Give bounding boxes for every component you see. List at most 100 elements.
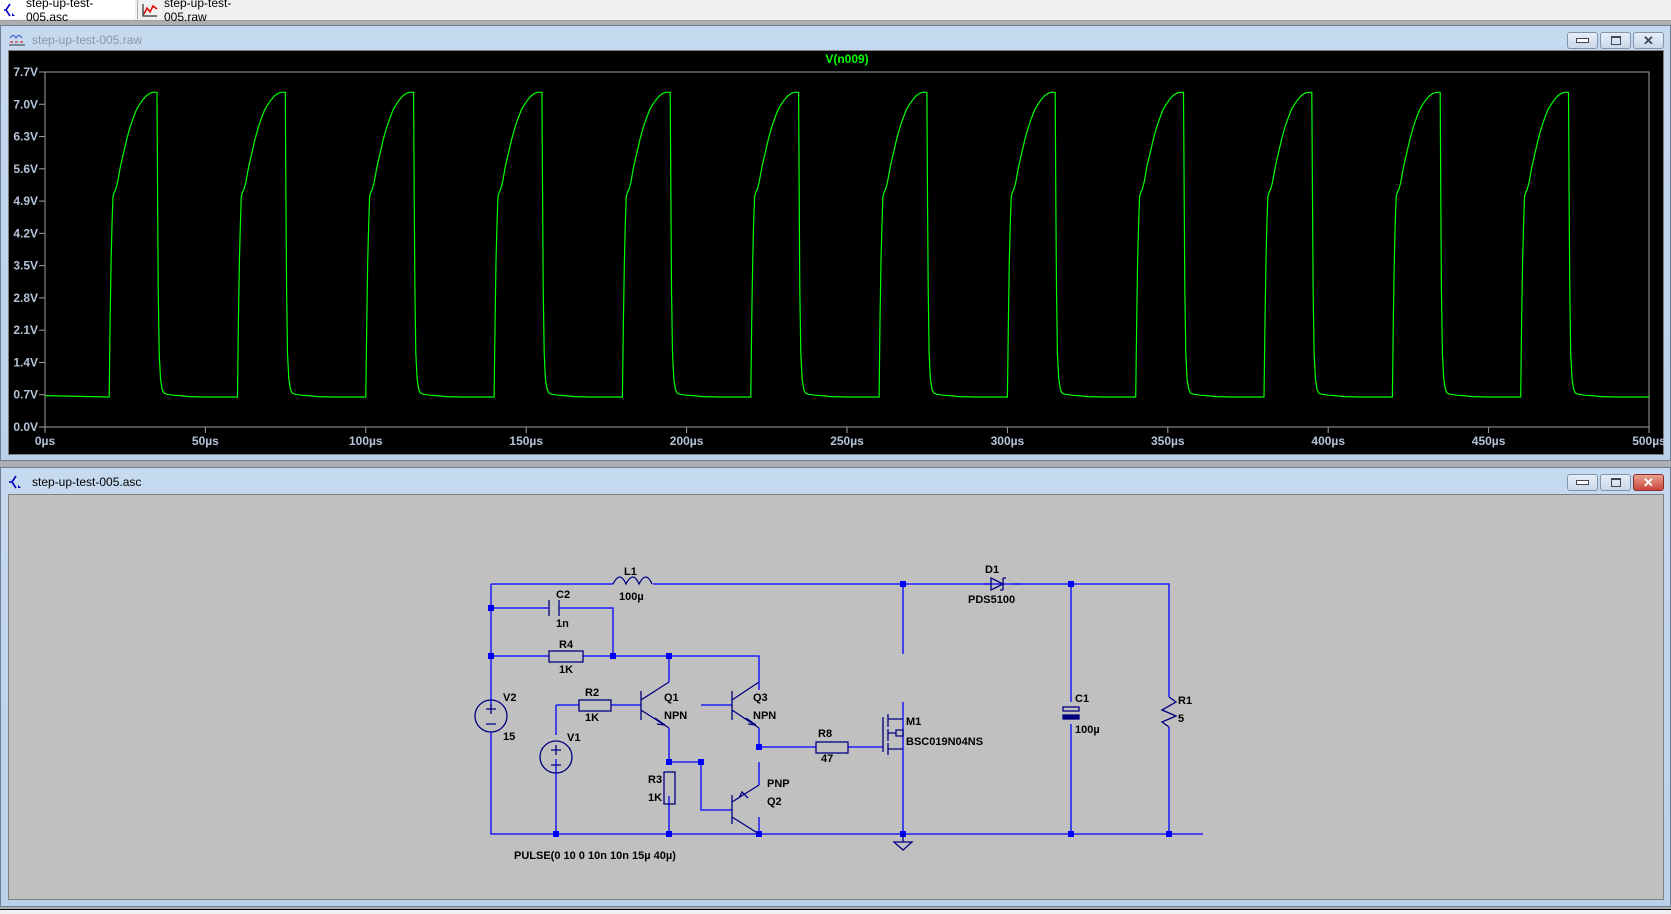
D1-value: PDS5100: [968, 594, 1015, 606]
schematic-window: step-up-test-005.asc ✕: [0, 467, 1671, 907]
Q1-label: Q1: [664, 692, 679, 704]
V2-value: 15: [503, 731, 515, 743]
schematic-diagram[interactable]: L1 100µ C2 1n R4 1K R2 1K R3 1K R8 47 R1…: [9, 495, 1666, 899]
waveform-window-titlebar[interactable]: step-up-test-005.raw: [9, 32, 142, 48]
resistor-R8[interactable]: [815, 741, 849, 754]
x-tick-label: 450µs: [1472, 434, 1506, 448]
x-tick-label: 500µs: [1632, 434, 1666, 448]
L1-label: L1: [624, 566, 637, 578]
voltage-source-V1[interactable]: [539, 740, 573, 774]
minimize-button[interactable]: [1567, 32, 1598, 49]
y-tick-label: 5.6V: [13, 162, 38, 176]
x-tick-label: 100µs: [349, 434, 383, 448]
waveform-window: step-up-test-005.raw ✕ V(n009) 0.0V 0.7V 1.…: [0, 25, 1671, 461]
schematic-icon: [9, 475, 26, 489]
schematic-window-title: step-up-test-005.asc: [32, 475, 142, 489]
close-icon: ✕: [1643, 475, 1654, 490]
close-icon: ✕: [1643, 33, 1654, 48]
y-tick-label: 7.0V: [13, 97, 38, 111]
L1-value: 100µ: [619, 591, 644, 603]
x-tick-label: 150µs: [509, 434, 543, 448]
R1-value: 5: [1178, 713, 1184, 725]
waveform-chart[interactable]: V(n009) 0.0V 0.7V 1.4V 2.1V 2.8V 3.5V 4.2V 4.9V 5…: [9, 51, 1666, 454]
y-tick-label: 3.5V: [13, 259, 38, 273]
capacitor-C1[interactable]: [1062, 706, 1080, 720]
x-tick-label: 400µs: [1311, 434, 1345, 448]
y-tick-label: 7.7V: [13, 65, 38, 79]
wires: [490, 583, 1203, 835]
resistor-R1[interactable]: [1160, 696, 1178, 728]
R4-value: 1K: [559, 664, 573, 676]
mdi-workspace: step-up-test-005.raw ✕ V(n009) 0.0V 0.7V 1.…: [0, 21, 1671, 914]
mdi-bottom-strip: [0, 909, 1671, 914]
y-tick-label: 0.0V: [13, 420, 38, 434]
R2-label: R2: [585, 687, 599, 699]
Q3-label: Q3: [753, 692, 768, 704]
Q2-value: PNP: [767, 778, 790, 790]
trace-title: V(n009): [825, 52, 868, 66]
waveform-window-title: step-up-test-005.raw: [32, 33, 143, 47]
R2-value: 1K: [585, 712, 599, 724]
C2-value: 1n: [556, 618, 569, 630]
y-tick-label: 0.7V: [13, 388, 38, 402]
restore-button[interactable]: [1600, 32, 1631, 49]
C2-label: C2: [556, 589, 570, 601]
tab-label: step-up-test-005.raw: [164, 0, 232, 24]
V1-label: V1: [567, 732, 580, 744]
C1-value: 100µ: [1075, 724, 1100, 736]
waveform-icon: [142, 3, 158, 17]
schematic-window-titlebar[interactable]: step-up-test-005.asc: [9, 474, 141, 490]
R3-label: R3: [648, 774, 662, 786]
C1-label: C1: [1075, 693, 1089, 705]
R8-value: 47: [821, 753, 833, 765]
diode-D1[interactable]: [990, 576, 1006, 592]
Q3-value: NPN: [753, 710, 776, 722]
waveform-plot-pane[interactable]: V(n009) 0.0V 0.7V 1.4V 2.1V 2.8V 3.5V 4.2V 4.9V 5…: [8, 50, 1666, 455]
x-tick-label: 200µs: [670, 434, 704, 448]
resistor-R4[interactable]: [548, 650, 584, 663]
inductor-L1[interactable]: [612, 576, 653, 586]
restore-icon: [1610, 478, 1621, 487]
mosfet-M1[interactable]: [882, 714, 904, 755]
x-tick-label: 0µs: [35, 434, 56, 448]
transistor-Q1[interactable]: [640, 681, 670, 729]
close-button[interactable]: ✕: [1633, 32, 1664, 49]
ground-symbol: [892, 834, 914, 851]
x-tick-label: 300µs: [991, 434, 1025, 448]
tab-schematic[interactable]: step-up-test-005.asc: [0, 0, 135, 24]
tab-label: step-up-test-005.asc: [26, 0, 94, 24]
voltage-source-V2[interactable]: [474, 699, 508, 733]
minimize-icon: [1576, 480, 1589, 485]
restore-icon: [1610, 36, 1621, 45]
schematic-icon: [4, 3, 20, 17]
junctions: [488, 581, 1172, 837]
R3-value: 1K: [648, 792, 662, 804]
R4-label: R4: [559, 639, 574, 651]
y-tick-label: 4.9V: [13, 194, 38, 208]
Q2-label: Q2: [767, 796, 782, 808]
M1-value: BSC019N04NS: [906, 736, 983, 748]
restore-button[interactable]: [1600, 474, 1631, 491]
y-tick-label: 2.8V: [13, 291, 38, 305]
y-tick-label: 1.4V: [13, 355, 38, 369]
document-tab-bar: step-up-test-005.asc step-up-test-005.ra…: [0, 0, 1671, 24]
R1-label: R1: [1178, 695, 1192, 707]
waveform-icon: [9, 33, 26, 47]
transistor-Q2[interactable]: [731, 784, 760, 835]
resistor-R2[interactable]: [578, 699, 612, 712]
minimize-icon: [1576, 38, 1589, 43]
y-tick-label: 6.3V: [13, 130, 38, 144]
capacitor-C2[interactable]: [548, 600, 560, 616]
minimize-button[interactable]: [1567, 474, 1598, 491]
y-tick-label: 2.1V: [13, 323, 38, 337]
y-tick-label: 4.2V: [13, 226, 38, 240]
x-tick-label: 50µs: [192, 434, 219, 448]
transistor-Q3[interactable]: [731, 681, 760, 729]
close-button[interactable]: ✕: [1633, 474, 1664, 491]
D1-label: D1: [985, 564, 999, 576]
x-tick-label: 250µs: [830, 434, 864, 448]
trace-vn009: [44, 91, 1649, 398]
resistor-R3[interactable]: [663, 771, 676, 805]
schematic-canvas[interactable]: L1 100µ C2 1n R4 1K R2 1K R3 1K R8 47 R1…: [8, 494, 1664, 900]
tab-waveform[interactable]: step-up-test-005.raw: [137, 0, 261, 24]
